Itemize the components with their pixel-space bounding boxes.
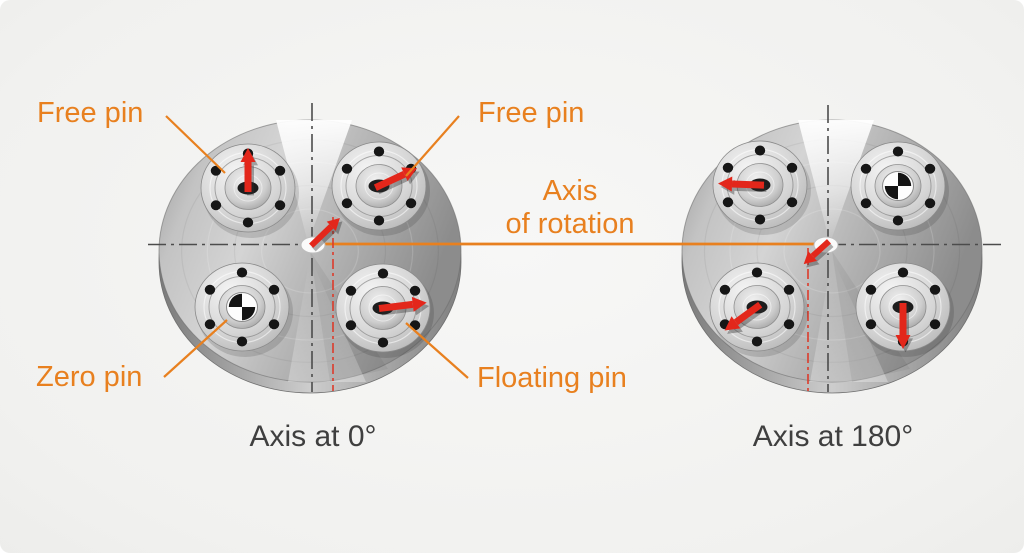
label-axis-of-rotation-line2: of rotation [505, 208, 635, 240]
bolt-hole [860, 198, 872, 209]
pin-flange [712, 140, 811, 235]
bolt-hole [236, 336, 248, 347]
label-free-pin-right: Free pin [478, 97, 585, 129]
bolt-hole [783, 284, 795, 295]
bolt-hole [751, 336, 763, 347]
label-floating-pin: Floating pin [477, 362, 627, 394]
pin-flange [331, 141, 430, 236]
bolt-hole [204, 284, 216, 295]
direction-arrow [724, 301, 765, 334]
bolt-hole [345, 285, 357, 296]
bolt-hole [242, 217, 254, 228]
bolt-hole [722, 162, 734, 173]
zero-pin-marker [226, 292, 258, 322]
leader-line [405, 115, 460, 177]
bolt-hole [892, 146, 904, 157]
bolt-hole [924, 198, 936, 209]
bolt-hole [373, 215, 385, 226]
bolt-hole [722, 197, 734, 208]
bolt-hole [377, 337, 389, 348]
direction-arrow [718, 176, 767, 195]
bolt-hole [783, 319, 795, 330]
label-zero-pin: Zero pin [36, 361, 143, 393]
bolt-hole [865, 284, 877, 295]
bolt-hole [892, 215, 904, 226]
bolt-hole [865, 319, 877, 330]
pin-flange [850, 141, 949, 236]
leader-line [165, 115, 226, 174]
pin-flange [200, 143, 299, 238]
bolt-hole [204, 319, 216, 330]
direction-arrow [803, 239, 834, 268]
bolt-hole [754, 145, 766, 156]
bolt-hole [341, 198, 353, 209]
pin-flange [335, 263, 434, 358]
leader-line [163, 319, 228, 378]
bolt-hole [754, 214, 766, 225]
bolt-hole [924, 163, 936, 174]
bolt-hole [897, 267, 909, 278]
bolt-hole [236, 267, 248, 278]
leader-lines [163, 115, 469, 379]
bolt-hole [274, 200, 286, 211]
bolt-hole [860, 163, 872, 174]
bolt-hole [786, 162, 798, 173]
bolt-hole [268, 319, 280, 330]
label-axis-of-rotation-line1: Axis [542, 175, 598, 207]
bolt-hole [786, 197, 798, 208]
bolt-hole [929, 319, 941, 330]
bolt-hole [405, 198, 417, 209]
centerlines [148, 103, 1002, 392]
bolt-hole [274, 165, 286, 176]
pin-flange [709, 262, 808, 357]
bolt-hole [268, 284, 280, 295]
bolt-hole [341, 163, 353, 174]
pin-flange [855, 262, 954, 357]
bolt-hole [345, 320, 357, 331]
zero-pin-marker [882, 171, 914, 201]
axis-offset-lines [332, 217, 809, 391]
direction-arrow [240, 148, 258, 196]
bolt-hole [719, 284, 731, 295]
caption-axis-at-0: Axis at 0° [249, 420, 377, 453]
caption-axis-at-180: Axis at 180° [752, 420, 914, 453]
bolt-hole [751, 267, 763, 278]
direction-arrow [309, 217, 343, 252]
bolt-hole [929, 284, 941, 295]
direction-arrow [378, 296, 430, 316]
bolt-hole [377, 268, 389, 279]
bolt-hole [210, 200, 222, 211]
label-axis-of-rotation: Axis of rotation [430, 175, 710, 241]
leader-line [405, 322, 469, 379]
bolt-hole [373, 146, 385, 157]
bolt-hole [409, 285, 421, 296]
label-free-pin-left: Free pin [37, 97, 144, 129]
direction-arrow [895, 303, 913, 353]
